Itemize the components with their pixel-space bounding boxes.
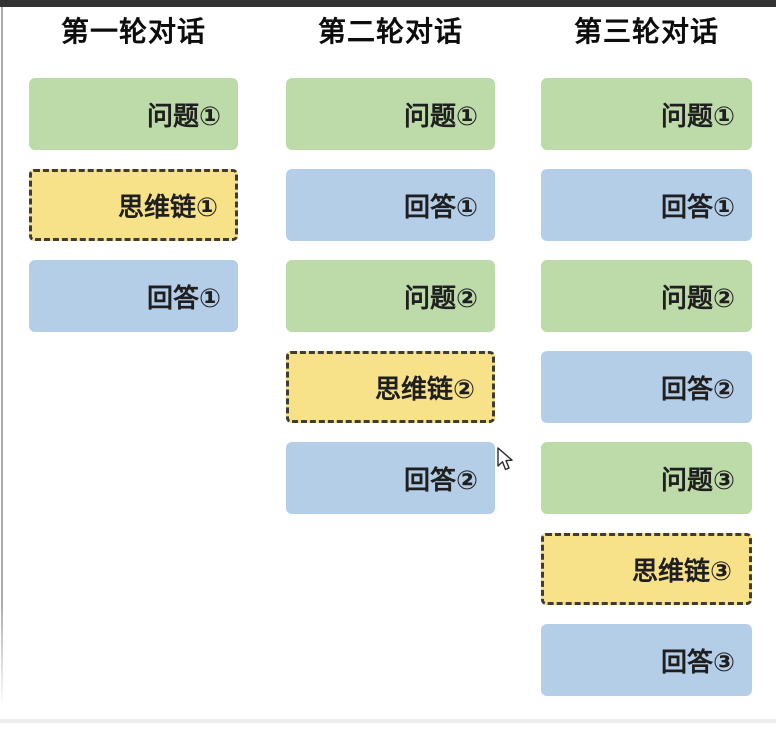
question-box: 问题③ bbox=[541, 442, 752, 514]
answer-box: 回答③ bbox=[541, 624, 752, 696]
cot-box-label: 思维链① bbox=[117, 191, 218, 222]
question-box-label: 问题② bbox=[660, 282, 735, 313]
mouse-cursor-icon bbox=[497, 447, 513, 471]
question-box: 问题① bbox=[541, 78, 752, 150]
column-title: 第三轮对话 bbox=[573, 16, 719, 47]
top-window-edge-bar bbox=[0, 0, 776, 7]
question-box-label: 问题③ bbox=[660, 464, 735, 495]
dialogue-column-round-2: 第二轮对话问题① 回答① 问题② 思维链② 回答② bbox=[286, 14, 495, 533]
question-box: 问题② bbox=[286, 260, 495, 332]
cot-box: 思维链② bbox=[286, 351, 495, 423]
column-title: 第二轮对话 bbox=[317, 16, 463, 47]
question-box: 问题① bbox=[286, 78, 495, 150]
column-title: 第一轮对话 bbox=[60, 16, 206, 47]
question-box-label: 问题① bbox=[660, 100, 735, 131]
question-box: 问题② bbox=[541, 260, 752, 332]
answer-box: 回答① bbox=[29, 260, 238, 332]
question-box-label: 问题① bbox=[403, 100, 478, 131]
answer-box-label: 回答② bbox=[403, 464, 478, 495]
answer-box: 回答② bbox=[541, 351, 752, 423]
cot-box-label: 思维链③ bbox=[631, 555, 732, 586]
answer-box: 回答② bbox=[286, 442, 495, 514]
question-box: 问题① bbox=[29, 78, 238, 150]
answer-box: 回答① bbox=[286, 169, 495, 241]
cot-box: 思维链③ bbox=[541, 533, 752, 605]
cot-box: 思维链① bbox=[29, 169, 238, 241]
question-box-label: 问题① bbox=[146, 100, 221, 131]
answer-box-label: 回答① bbox=[403, 191, 478, 222]
dialogue-column-round-3: 第三轮对话问题① 回答① 问题② 回答② 问题③ 思维链③ 回答③ bbox=[541, 14, 752, 715]
question-box-label: 问题② bbox=[403, 282, 478, 313]
answer-box-label: 回答① bbox=[146, 282, 221, 313]
answer-box-label: 回答② bbox=[660, 373, 735, 404]
dialogue-column-round-1: 第一轮对话问题① 思维链① 回答① bbox=[29, 14, 238, 351]
answer-box-label: 回答③ bbox=[660, 646, 735, 677]
bottom-edge-divider bbox=[0, 719, 776, 723]
left-edge-divider bbox=[1, 7, 3, 707]
answer-box: 回答① bbox=[541, 169, 752, 241]
cot-box-label: 思维链② bbox=[374, 373, 475, 404]
answer-box-label: 回答① bbox=[660, 191, 735, 222]
